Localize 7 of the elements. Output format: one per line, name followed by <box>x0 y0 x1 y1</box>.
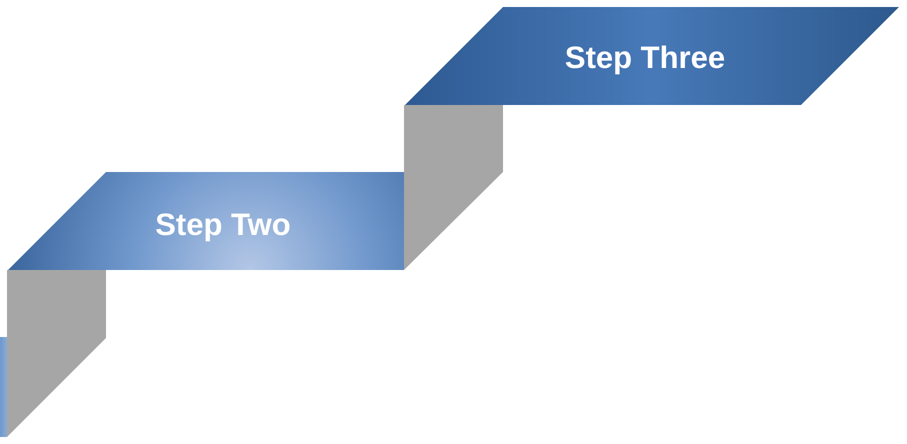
step-label: Step Three <box>564 40 726 76</box>
step-banner <box>0 337 7 437</box>
step-riser <box>404 105 503 270</box>
step-riser <box>7 270 106 437</box>
step-banner <box>8 172 404 270</box>
step-banner <box>405 7 899 105</box>
step-label: Step Two <box>155 207 291 243</box>
